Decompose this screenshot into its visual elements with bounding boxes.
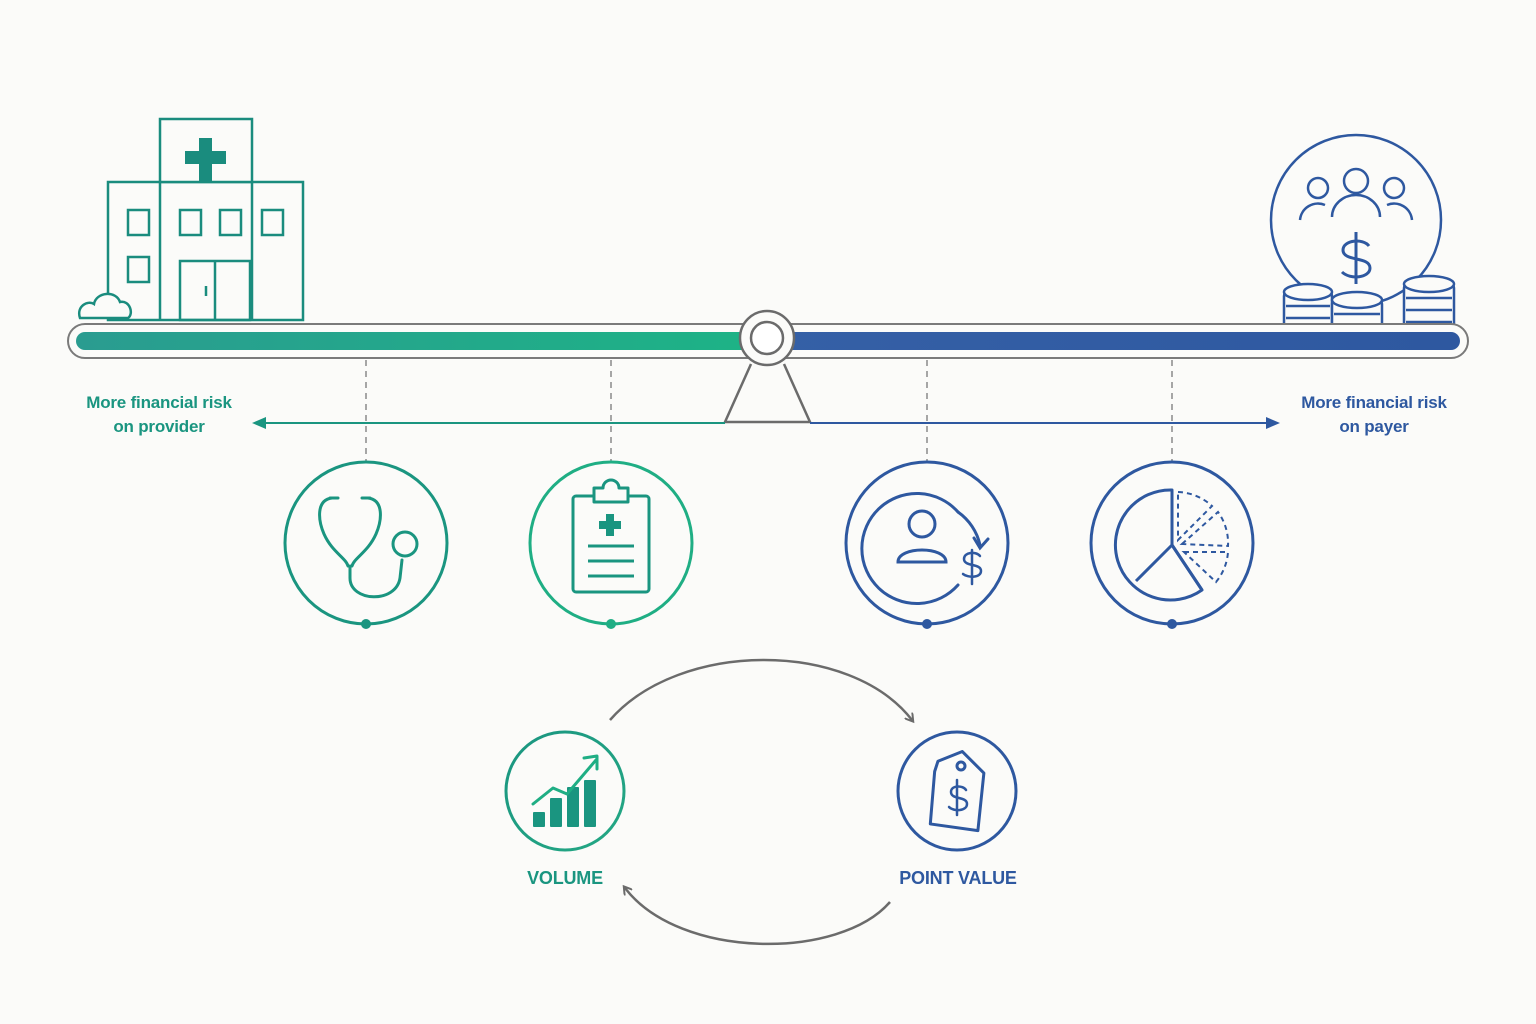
provider-risk-label: More financial risk on provider (58, 391, 260, 439)
price-tag-dollar-icon (896, 730, 1018, 852)
provider-risk-arrow (252, 417, 725, 429)
hospital-cross-icon (185, 138, 226, 183)
pie-chart-icon (1089, 460, 1255, 629)
stethoscope-icon (283, 460, 449, 629)
payer-risk-label: More financial risk on payer (1272, 391, 1476, 439)
fulcrum (723, 309, 812, 424)
point-value-label: POINT VALUE (899, 868, 1017, 888)
payer-risk-label-line1: More financial risk (1301, 393, 1447, 412)
clipboard-icon (528, 460, 694, 629)
cycle-arrows (609, 658, 912, 946)
volume-label: VOLUME (527, 868, 603, 888)
provider-risk-label-line1: More financial risk (86, 393, 232, 412)
hospital-icon (77, 117, 305, 322)
person-dollar-cycle-icon (844, 460, 1010, 629)
dashed-connectors (365, 360, 1173, 462)
payer-risk-label-line2: on payer (1339, 417, 1409, 436)
bar-chart-trend-icon (504, 730, 626, 852)
provider-risk-label-line2: on provider (113, 417, 205, 436)
payer-risk-arrow (810, 417, 1280, 429)
